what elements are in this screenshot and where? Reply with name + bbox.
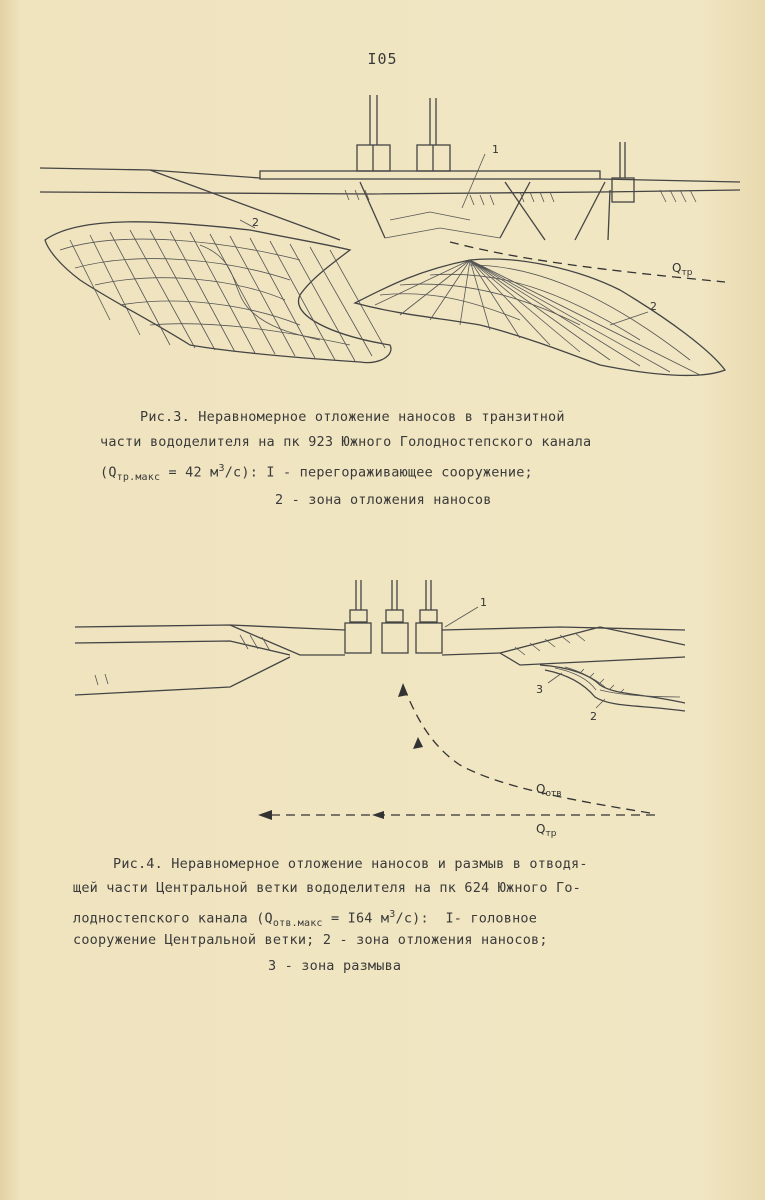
page-number: I05 <box>367 50 398 68</box>
canal-banks <box>39 167 741 241</box>
figure-4-caption-line5: 3 - зона размыва <box>268 958 402 974</box>
deck <box>259 170 601 180</box>
flow-arrow-mid-tr <box>372 811 384 819</box>
label-1: 1 <box>480 596 487 609</box>
erosion-deposition-zone <box>539 664 686 712</box>
figure-3-caption-line3: (Qтр.макс = 42 м3/с): I - перегораживающ… <box>100 463 533 484</box>
figure-3-drawing: 1 2 2 Qтр <box>39 95 741 377</box>
gate-lifts <box>344 580 443 654</box>
deposition-zone-right <box>353 258 727 377</box>
flow-arrow-head-tr <box>258 810 272 820</box>
label-1: 1 <box>492 143 499 156</box>
flow-line-otv <box>402 684 651 814</box>
leader-1 <box>461 153 486 209</box>
figure-3-caption-line4: 2 - зона отложения наносов <box>275 492 492 508</box>
label-2a: 2 <box>252 216 259 229</box>
deposition-zone-left <box>44 221 392 364</box>
flow-label-tr: Qтр <box>536 822 557 839</box>
canal-banks <box>74 624 686 696</box>
leader-2b <box>609 311 649 326</box>
flow-arrow-head-otv <box>398 683 408 697</box>
figure-3-caption-line1: Рис.3. Неравномерное отложение наносов в… <box>140 409 565 425</box>
flow-arrow-mid-otv <box>413 737 423 749</box>
flow-line-transit <box>449 241 726 283</box>
leader-2a <box>239 219 256 229</box>
label-3: 3 <box>536 683 543 696</box>
flow-label-q: Qтр <box>672 261 693 278</box>
flow-label-otv: Qотв <box>536 782 562 799</box>
label-2: 2 <box>590 710 597 723</box>
figure-4-caption-line2: щей части Центральной ветки вододелителя… <box>73 880 581 896</box>
label-2b: 2 <box>650 300 657 313</box>
leader-1 <box>444 606 479 628</box>
figure-4-caption-line4: сооружение Центральной ветки; 2 - зона о… <box>73 932 548 948</box>
figure-3-caption-line2: части вододелителя на пк 923 Южного Голо… <box>100 434 592 450</box>
figure-4-caption-line1: Рис.4. Неравномерное отложение наносов и… <box>113 856 588 872</box>
leader-3 <box>547 672 563 684</box>
figure-4-caption-line3: лодностепского канала (Qотв.макс = I64 м… <box>73 909 538 930</box>
leader-2 <box>595 698 606 709</box>
figure-4-drawing: 1 3 2 Qотв Qтр <box>74 580 686 839</box>
gate-lifts <box>356 95 626 178</box>
